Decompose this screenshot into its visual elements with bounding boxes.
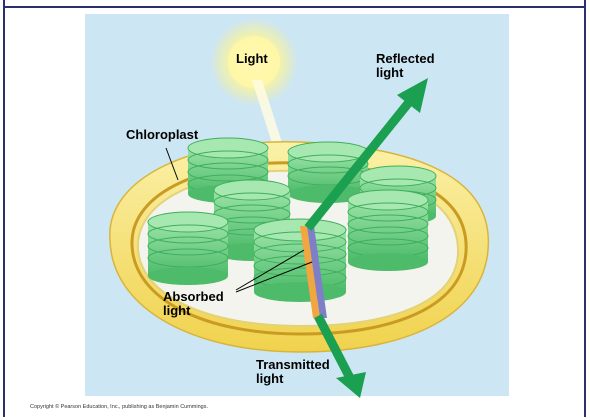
granum-stack	[254, 219, 346, 302]
light-label: Light	[236, 52, 268, 66]
copyright-notice: Copyright © Pearson Education, Inc., pub…	[30, 404, 208, 410]
transmitted-light-label: Transmitted light	[256, 358, 330, 386]
granum-stack	[148, 212, 228, 285]
granum-stack	[348, 190, 428, 271]
reflected-light-label: Reflected light	[376, 52, 435, 80]
absorbed-light-label: Absorbed light	[163, 290, 224, 318]
chloroplast-label: Chloroplast	[126, 128, 198, 142]
